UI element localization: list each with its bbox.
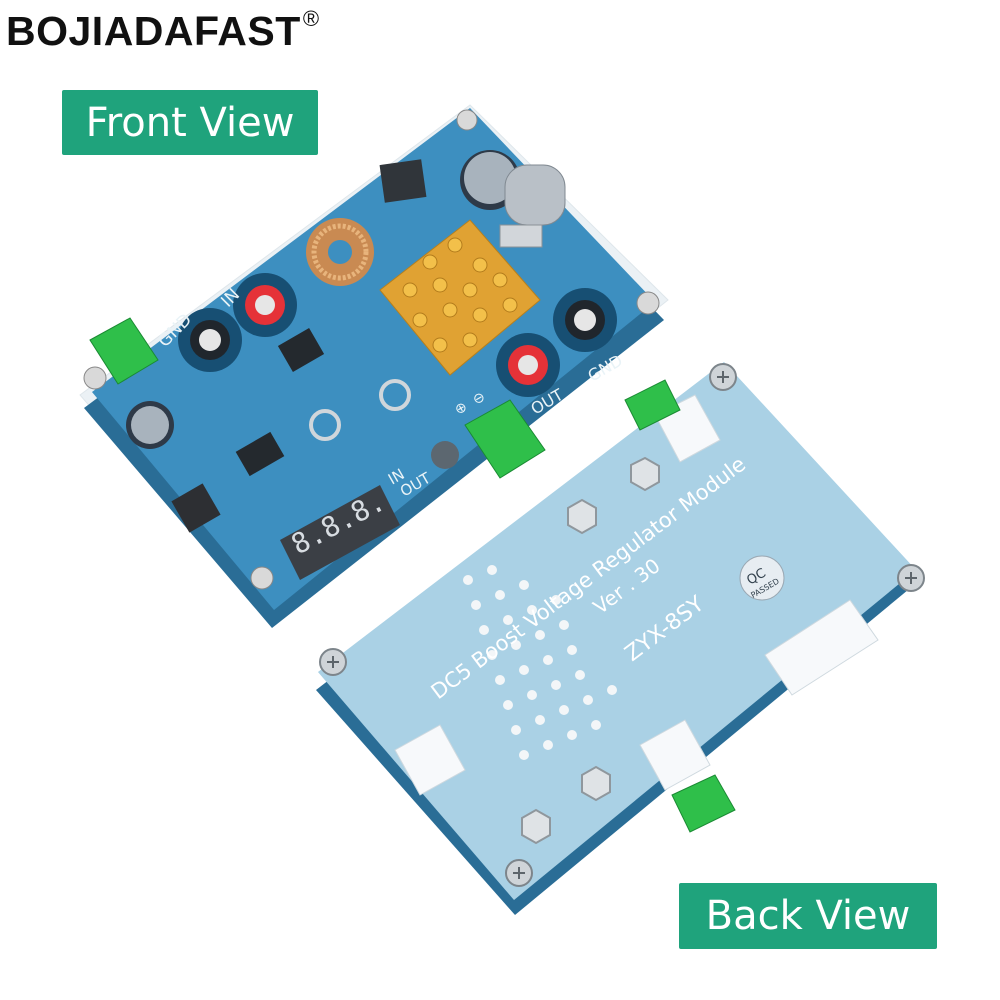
output-terminal <box>464 399 546 479</box>
back-view-label: Back View <box>679 883 937 949</box>
front-view-label: Front View <box>62 90 318 155</box>
brand-name: BOJIADAFAST <box>6 8 301 54</box>
seven-segment-display: 8.8.8. <box>280 485 400 580</box>
qc-passed-badge: QC PASSED <box>739 555 785 601</box>
brand-logo: BOJIADAFAST® <box>6 6 320 55</box>
registered-mark: ® <box>302 6 320 32</box>
input-terminal <box>89 317 159 385</box>
back-pcb <box>318 362 916 900</box>
back-board: QC PASSED DC5 Boost Voltage Regulator Mo… <box>316 362 925 915</box>
silk-display-in: IN <box>385 465 408 488</box>
